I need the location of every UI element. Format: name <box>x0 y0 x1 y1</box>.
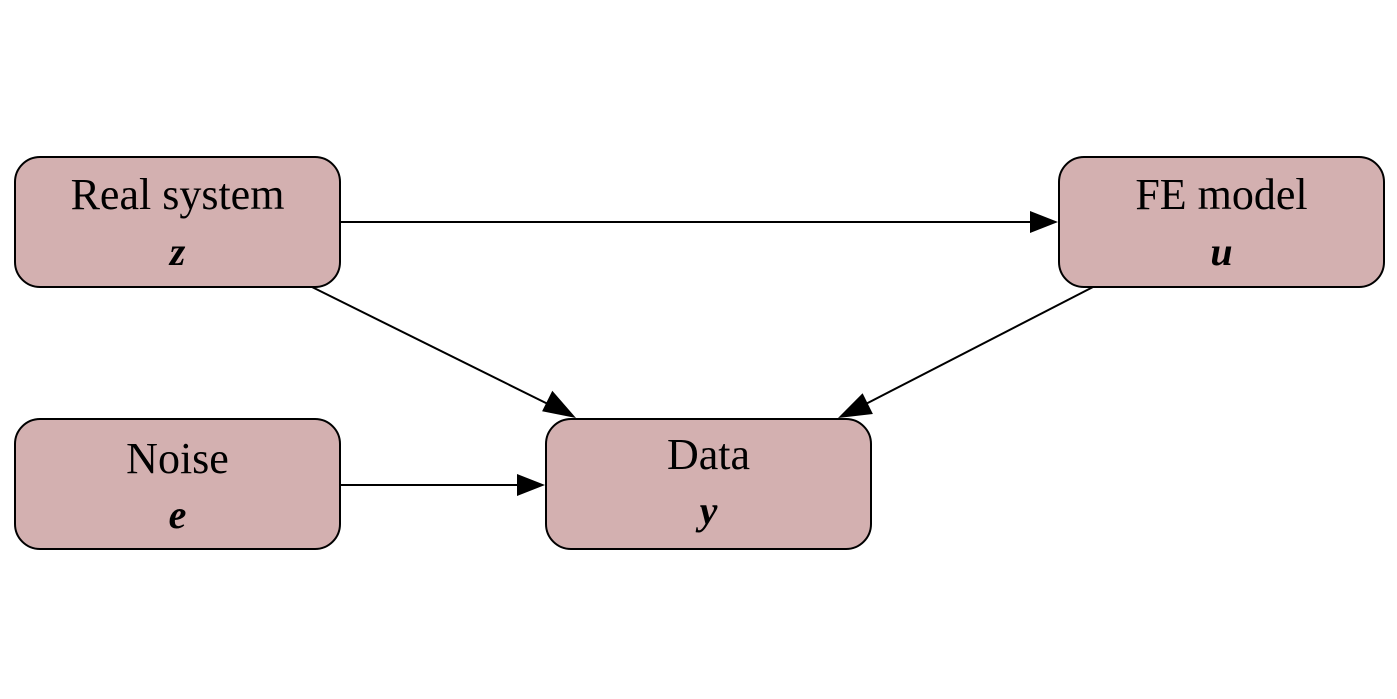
node-fe-model-title: FE model <box>1135 170 1307 219</box>
edge-fe-model-to-data <box>838 286 1094 418</box>
edge-real-system-to-fe-model <box>340 211 1058 233</box>
node-noise-symbol: e <box>169 492 187 537</box>
arrowhead-icon <box>1030 211 1058 233</box>
node-fe-model: FE model u <box>1058 156 1385 288</box>
node-noise-title: Noise <box>126 434 229 483</box>
node-fe-model-symbol: u <box>1210 229 1232 274</box>
node-real-system-title: Real system <box>71 170 285 219</box>
arrowhead-icon <box>517 474 545 496</box>
arrowhead-icon <box>542 390 576 418</box>
node-real-system-symbol: z <box>168 229 186 274</box>
node-noise: Noise e <box>14 418 341 550</box>
edge-real-system-to-data <box>311 286 576 418</box>
node-real-system: Real system z <box>14 156 341 288</box>
edge-noise-to-data <box>340 474 545 496</box>
arrowhead-icon <box>838 393 873 418</box>
node-data-title: Data <box>667 430 750 479</box>
node-data-symbol: y <box>696 488 718 533</box>
node-data: Data y <box>545 418 872 550</box>
